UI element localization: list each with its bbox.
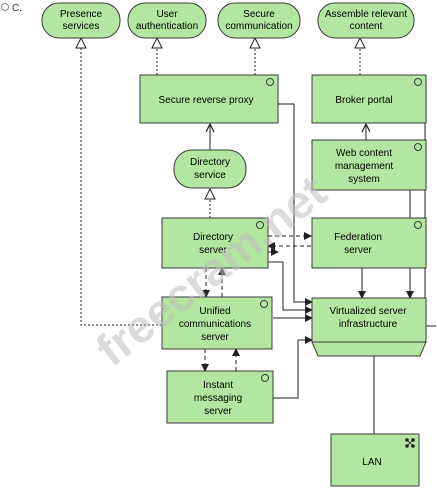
svg-text:Secure reverse proxy: Secure reverse proxy <box>158 95 253 106</box>
node-federation-server: Federation server <box>311 217 427 269</box>
component-icon <box>261 374 269 382</box>
svg-text:communication: communication <box>225 21 292 32</box>
svg-text:management: management <box>335 161 394 172</box>
svg-text:Directory: Directory <box>190 157 230 168</box>
node-instant-messaging-server: Instant messaging server <box>166 370 274 424</box>
node-secure-communication: Secure communication <box>217 2 301 39</box>
svg-text:services: services <box>63 21 100 32</box>
component-icon <box>256 221 264 229</box>
svg-text:content: content <box>350 21 383 32</box>
svg-text:Secure: Secure <box>243 9 275 20</box>
network-icon <box>405 438 415 448</box>
device-stand <box>311 341 427 357</box>
svg-text:infrastructure: infrastructure <box>339 319 398 330</box>
svg-text:communications: communications <box>179 319 251 330</box>
option-label: C. <box>12 3 22 14</box>
component-icon <box>414 221 422 229</box>
svg-text:server: server <box>199 245 227 256</box>
svg-text:server: server <box>201 332 229 343</box>
svg-text:Directory: Directory <box>193 232 233 243</box>
node-directory-service: Directory service <box>173 149 247 189</box>
link-dirserver-to-vsi <box>268 261 313 314</box>
node-unified-communications-server: Unified communications server <box>161 296 273 350</box>
svg-text:Broker portal: Broker portal <box>335 95 392 106</box>
svg-text:Presence: Presence <box>60 9 103 20</box>
component-icon <box>414 143 422 151</box>
node-lan: LAN <box>330 433 420 487</box>
svg-text:Virtualized server: Virtualized server <box>329 306 407 317</box>
svg-text:system: system <box>348 174 380 185</box>
svg-text:Federation: Federation <box>334 232 382 243</box>
svg-text:service: service <box>194 170 226 181</box>
svg-text:Unified: Unified <box>199 306 230 317</box>
node-assemble-relevant-content: Assemble relevant content <box>317 2 415 39</box>
component-icon <box>414 78 422 86</box>
realization-ucs-to-presence <box>81 38 162 326</box>
svg-text:authentication: authentication <box>136 21 198 32</box>
node-broker-portal: Broker portal <box>311 74 427 124</box>
link-im-to-vsi <box>273 336 313 399</box>
link-proxy-to-vsi <box>278 103 313 306</box>
node-user-authentication: User authentication <box>127 2 207 39</box>
svg-text:Instant: Instant <box>203 380 233 391</box>
node-secure-reverse-proxy: Secure reverse proxy <box>139 74 279 124</box>
svg-text:Web content: Web content <box>336 148 392 159</box>
svg-text:server: server <box>344 245 372 256</box>
node-presence-services: Presence services <box>41 2 121 39</box>
node-virtualized-server-infrastructure: Virtualized server infrastructure <box>311 297 427 357</box>
svg-text:User: User <box>156 9 178 20</box>
option-radio[interactable] <box>1 3 9 11</box>
node-directory-server: Directory server <box>161 217 269 269</box>
node-web-content-management-system: Web content management system <box>311 139 427 191</box>
svg-text:server: server <box>204 406 232 417</box>
svg-text:messaging: messaging <box>194 393 242 404</box>
component-icon <box>260 300 268 308</box>
svg-text:LAN: LAN <box>362 457 381 468</box>
component-icon <box>266 78 274 86</box>
svg-text:Assemble relevant: Assemble relevant <box>325 9 407 20</box>
